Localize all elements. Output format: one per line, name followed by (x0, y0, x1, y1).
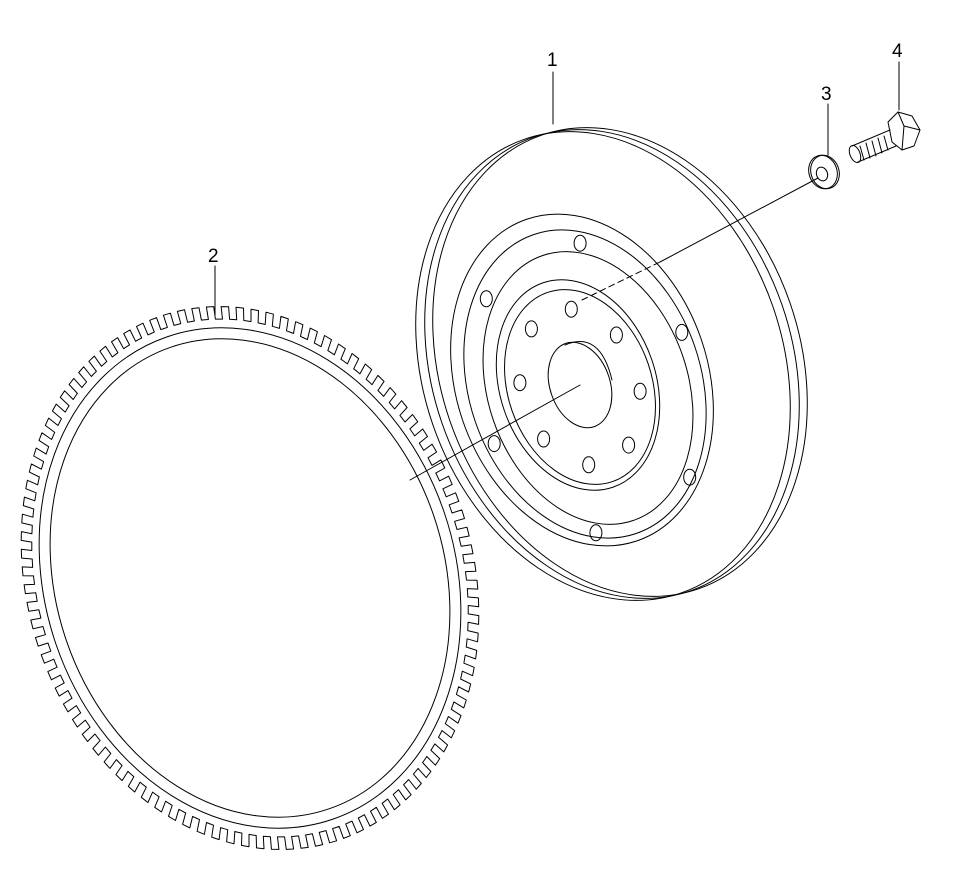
bolt-hole (582, 456, 596, 474)
callout-2: 2 (208, 246, 219, 267)
bolt-hole (609, 326, 623, 344)
bolt-hole (513, 374, 527, 392)
flywheel-icon (415, 127, 808, 601)
bolt-hole (675, 323, 689, 341)
bolt-hole (589, 524, 603, 542)
bolt-hole (524, 320, 538, 338)
bolt-hole (683, 468, 697, 486)
bolt-hole (479, 290, 493, 308)
bolt-hole (633, 382, 647, 400)
callout-1: 1 (547, 50, 558, 71)
bolt-icon (848, 111, 921, 164)
callout-4: 4 (892, 41, 903, 62)
bolt-holes (479, 234, 697, 542)
bolt-hole (622, 436, 636, 454)
center-axis-lines (409, 177, 819, 481)
bolt-hole (573, 234, 587, 252)
bolt-hole (487, 435, 501, 453)
callout-leaders (214, 61, 900, 316)
bolt-hole (564, 300, 578, 318)
washer-icon (808, 154, 840, 190)
bolt-hole (537, 430, 551, 448)
callout-3: 3 (821, 84, 832, 105)
ring-gear-icon (20, 306, 480, 850)
